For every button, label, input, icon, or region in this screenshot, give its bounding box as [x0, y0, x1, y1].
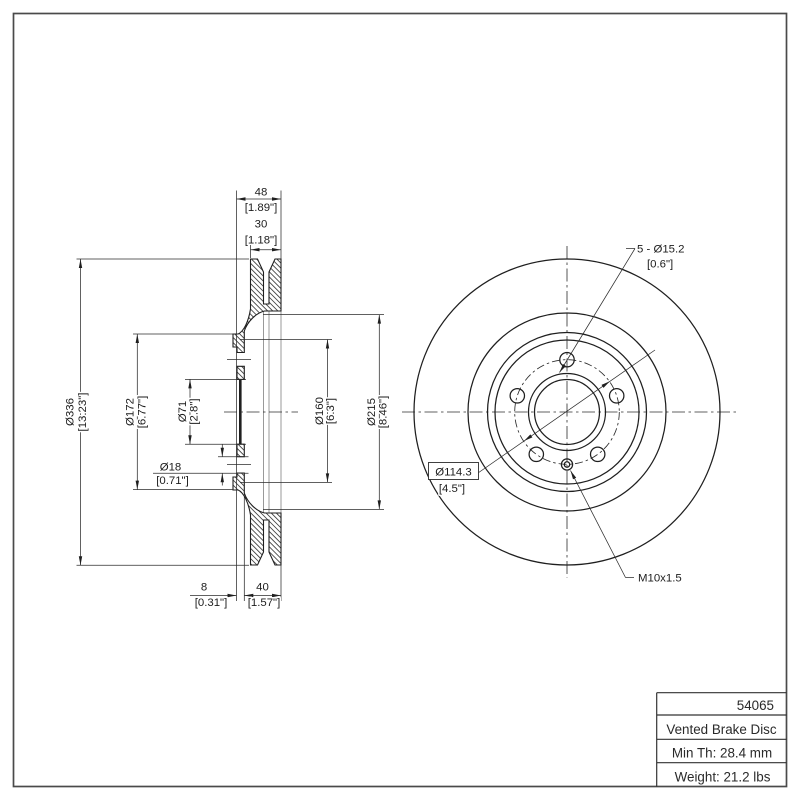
hat-face-strip	[236, 443, 245, 458]
dim-hat-depth-mm: 8	[201, 582, 207, 594]
dim-rotor-thickness-mm: 30	[255, 219, 268, 231]
set-screw-hole-minor	[563, 461, 571, 468]
dim-overall-width-mm: 48	[255, 187, 268, 199]
bolt-circle-arrow	[601, 381, 610, 388]
lug-leader-line	[559, 248, 636, 373]
hat-face-strip	[236, 365, 245, 380]
dim-hat-depth-in: [0.31"]	[195, 597, 228, 609]
hat-flange-circle	[486, 331, 648, 493]
bolt-circle	[514, 359, 620, 465]
label-bolt-circle-mm: Ø114.3	[435, 467, 472, 479]
lug-hole	[589, 446, 606, 463]
thread-leader-line	[570, 470, 626, 578]
min-thickness: Min Th: 28.4 mm	[672, 746, 772, 761]
section-view	[224, 258, 298, 566]
bolt-circle-dim-line	[477, 349, 656, 474]
part-number: 54065	[737, 698, 774, 713]
dim-rotor-width-mm: 40	[256, 582, 269, 594]
label-lug-holes-in: [0.6"]	[647, 259, 673, 271]
lug-hole	[528, 446, 545, 463]
hat-outer-circle	[467, 312, 667, 512]
dim-hole-dia-in: [0.71"]	[156, 475, 189, 487]
dim-rotor-width-in: [1.57"]	[248, 597, 281, 609]
thread-leader-arrow	[570, 470, 577, 480]
rotor-section-top	[232, 258, 282, 354]
weight: Weight: 21.2 lbs	[675, 770, 771, 785]
lug-leader-arrow	[559, 364, 566, 373]
bolt-circle-value-box	[428, 462, 479, 480]
label-bolt-circle-in: [4.5"]	[439, 483, 465, 495]
dim-bore-dia-in: [2.8"]	[189, 398, 201, 424]
dim-overall-width-in: [1.89"]	[245, 202, 278, 214]
lug-hole	[509, 387, 526, 404]
dim-rotor-thickness-in: [1.18"]	[245, 235, 278, 247]
section-dimensions: 48 [1.89"] 30 [1.18"] Ø336 [13.23"] Ø172…	[63, 185, 391, 611]
label-thread: M10x1.5	[638, 573, 682, 585]
dim-hat-dia-mm: Ø172	[125, 398, 137, 426]
dim-bore-dia-mm: Ø71	[177, 401, 189, 423]
dim-hole-dia-mm: Ø18	[160, 462, 182, 474]
bore-chamfer-circle	[527, 372, 607, 452]
label-lug-holes: 5 - Ø15.2	[637, 244, 685, 256]
lug-hole	[559, 351, 575, 368]
dim-inner-friction-dia-in: [6.3"]	[325, 398, 337, 424]
dim-outer-dia-in: [13.23"]	[77, 393, 89, 432]
front-view: 5 - Ø15.2 [0.6"] Ø114.3 [4.5"] M10x1.5	[402, 242, 737, 586]
dim-hat-outer-dia-in: [8.46"]	[378, 396, 390, 429]
drawing-frame	[12, 12, 788, 788]
dim-hat-dia-in: [6.77"]	[137, 396, 149, 429]
set-screw-hole	[560, 458, 574, 471]
title-block: 54065 Vented Brake Disc Min Th: 28.4 mm …	[656, 692, 787, 787]
center-bore-circle	[533, 378, 601, 446]
inner-friction-circle	[494, 339, 640, 485]
bolt-circle-arrow	[524, 434, 533, 441]
dim-hat-outer-dia-mm: Ø215	[366, 398, 378, 426]
part-name: Vented Brake Disc	[666, 722, 776, 737]
lug-hole	[608, 387, 625, 404]
dim-inner-friction-dia-mm: Ø160	[314, 397, 326, 425]
dim-outer-dia-mm: Ø336	[65, 398, 77, 426]
outer-diameter-circle	[413, 258, 721, 566]
